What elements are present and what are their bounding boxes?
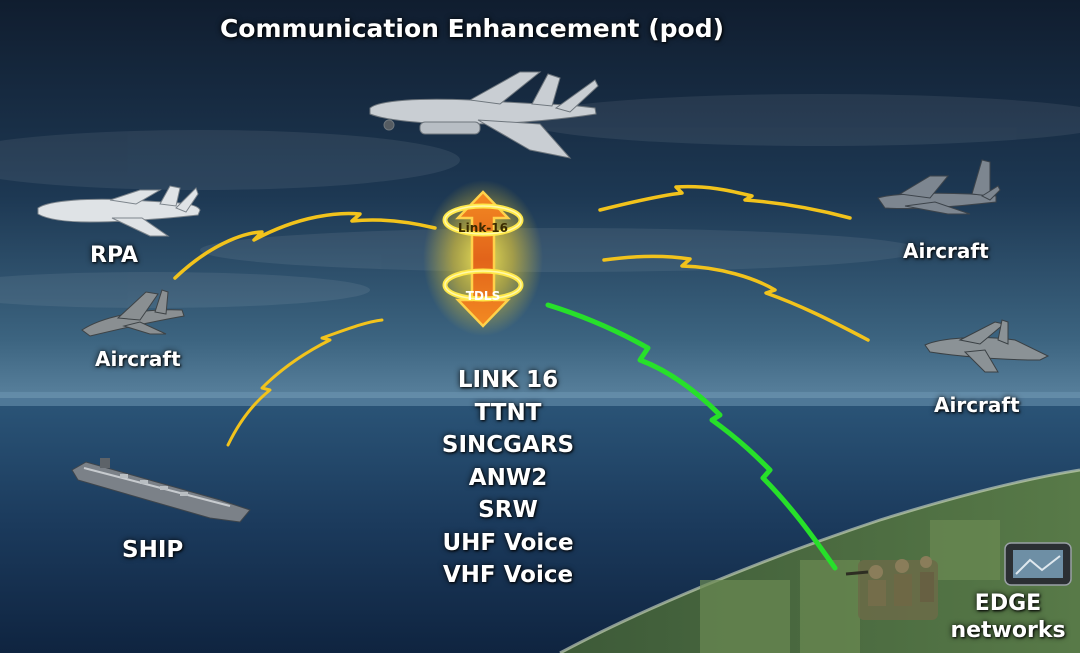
protocol-item: SINCGARS <box>441 432 575 458</box>
link-ship <box>226 318 384 447</box>
rpa-label: RPA <box>90 243 139 268</box>
protocol-item: LINK 16 <box>457 367 559 393</box>
hub-pod: Link-16 TDLS <box>423 180 543 336</box>
transport-aircraft-icon <box>877 159 1001 215</box>
fighter-jet-icon <box>81 289 185 337</box>
link-aircraft-right-top <box>598 184 852 220</box>
protocol-item: VHF Voice <box>442 562 574 588</box>
protocol-item: SRW <box>478 497 538 523</box>
protocol-list: LINK 16 TTNT SINCGARS ANW2 SRW UHF Voice… <box>408 364 608 592</box>
soldiers-icon <box>845 556 938 620</box>
protocol-item: TTNT <box>474 399 542 426</box>
prowler-aircraft-icon <box>924 319 1050 373</box>
mq9-drone-icon <box>369 71 599 159</box>
link-edge-networks <box>545 302 838 571</box>
aircraft-right-top-label: Aircraft <box>903 239 989 263</box>
edge-networks-label: EDGE networks <box>946 590 1070 644</box>
edge-label-line1: EDGE <box>974 591 1042 616</box>
protocol-item: ANW2 <box>468 464 548 491</box>
link-rpa <box>173 211 437 280</box>
ship-label: SHIP <box>122 537 184 563</box>
aircraft-left-label: Aircraft <box>95 347 181 371</box>
page-title: Communication Enhancement (pod) <box>219 14 725 43</box>
link-aircraft-right-bottom <box>602 254 870 342</box>
aircraft-carrier-icon <box>71 458 251 523</box>
protocol-item: UHF Voice <box>442 529 574 556</box>
edge-label-line2: networks <box>950 618 1066 643</box>
hub-label-link16: Link-16 <box>458 221 508 235</box>
tablet-device-icon <box>1004 542 1072 586</box>
rpa-drone-icon <box>37 185 201 237</box>
hub-label-tdls: TDLS <box>466 289 500 303</box>
aircraft-right-bottom-label: Aircraft <box>934 393 1020 417</box>
